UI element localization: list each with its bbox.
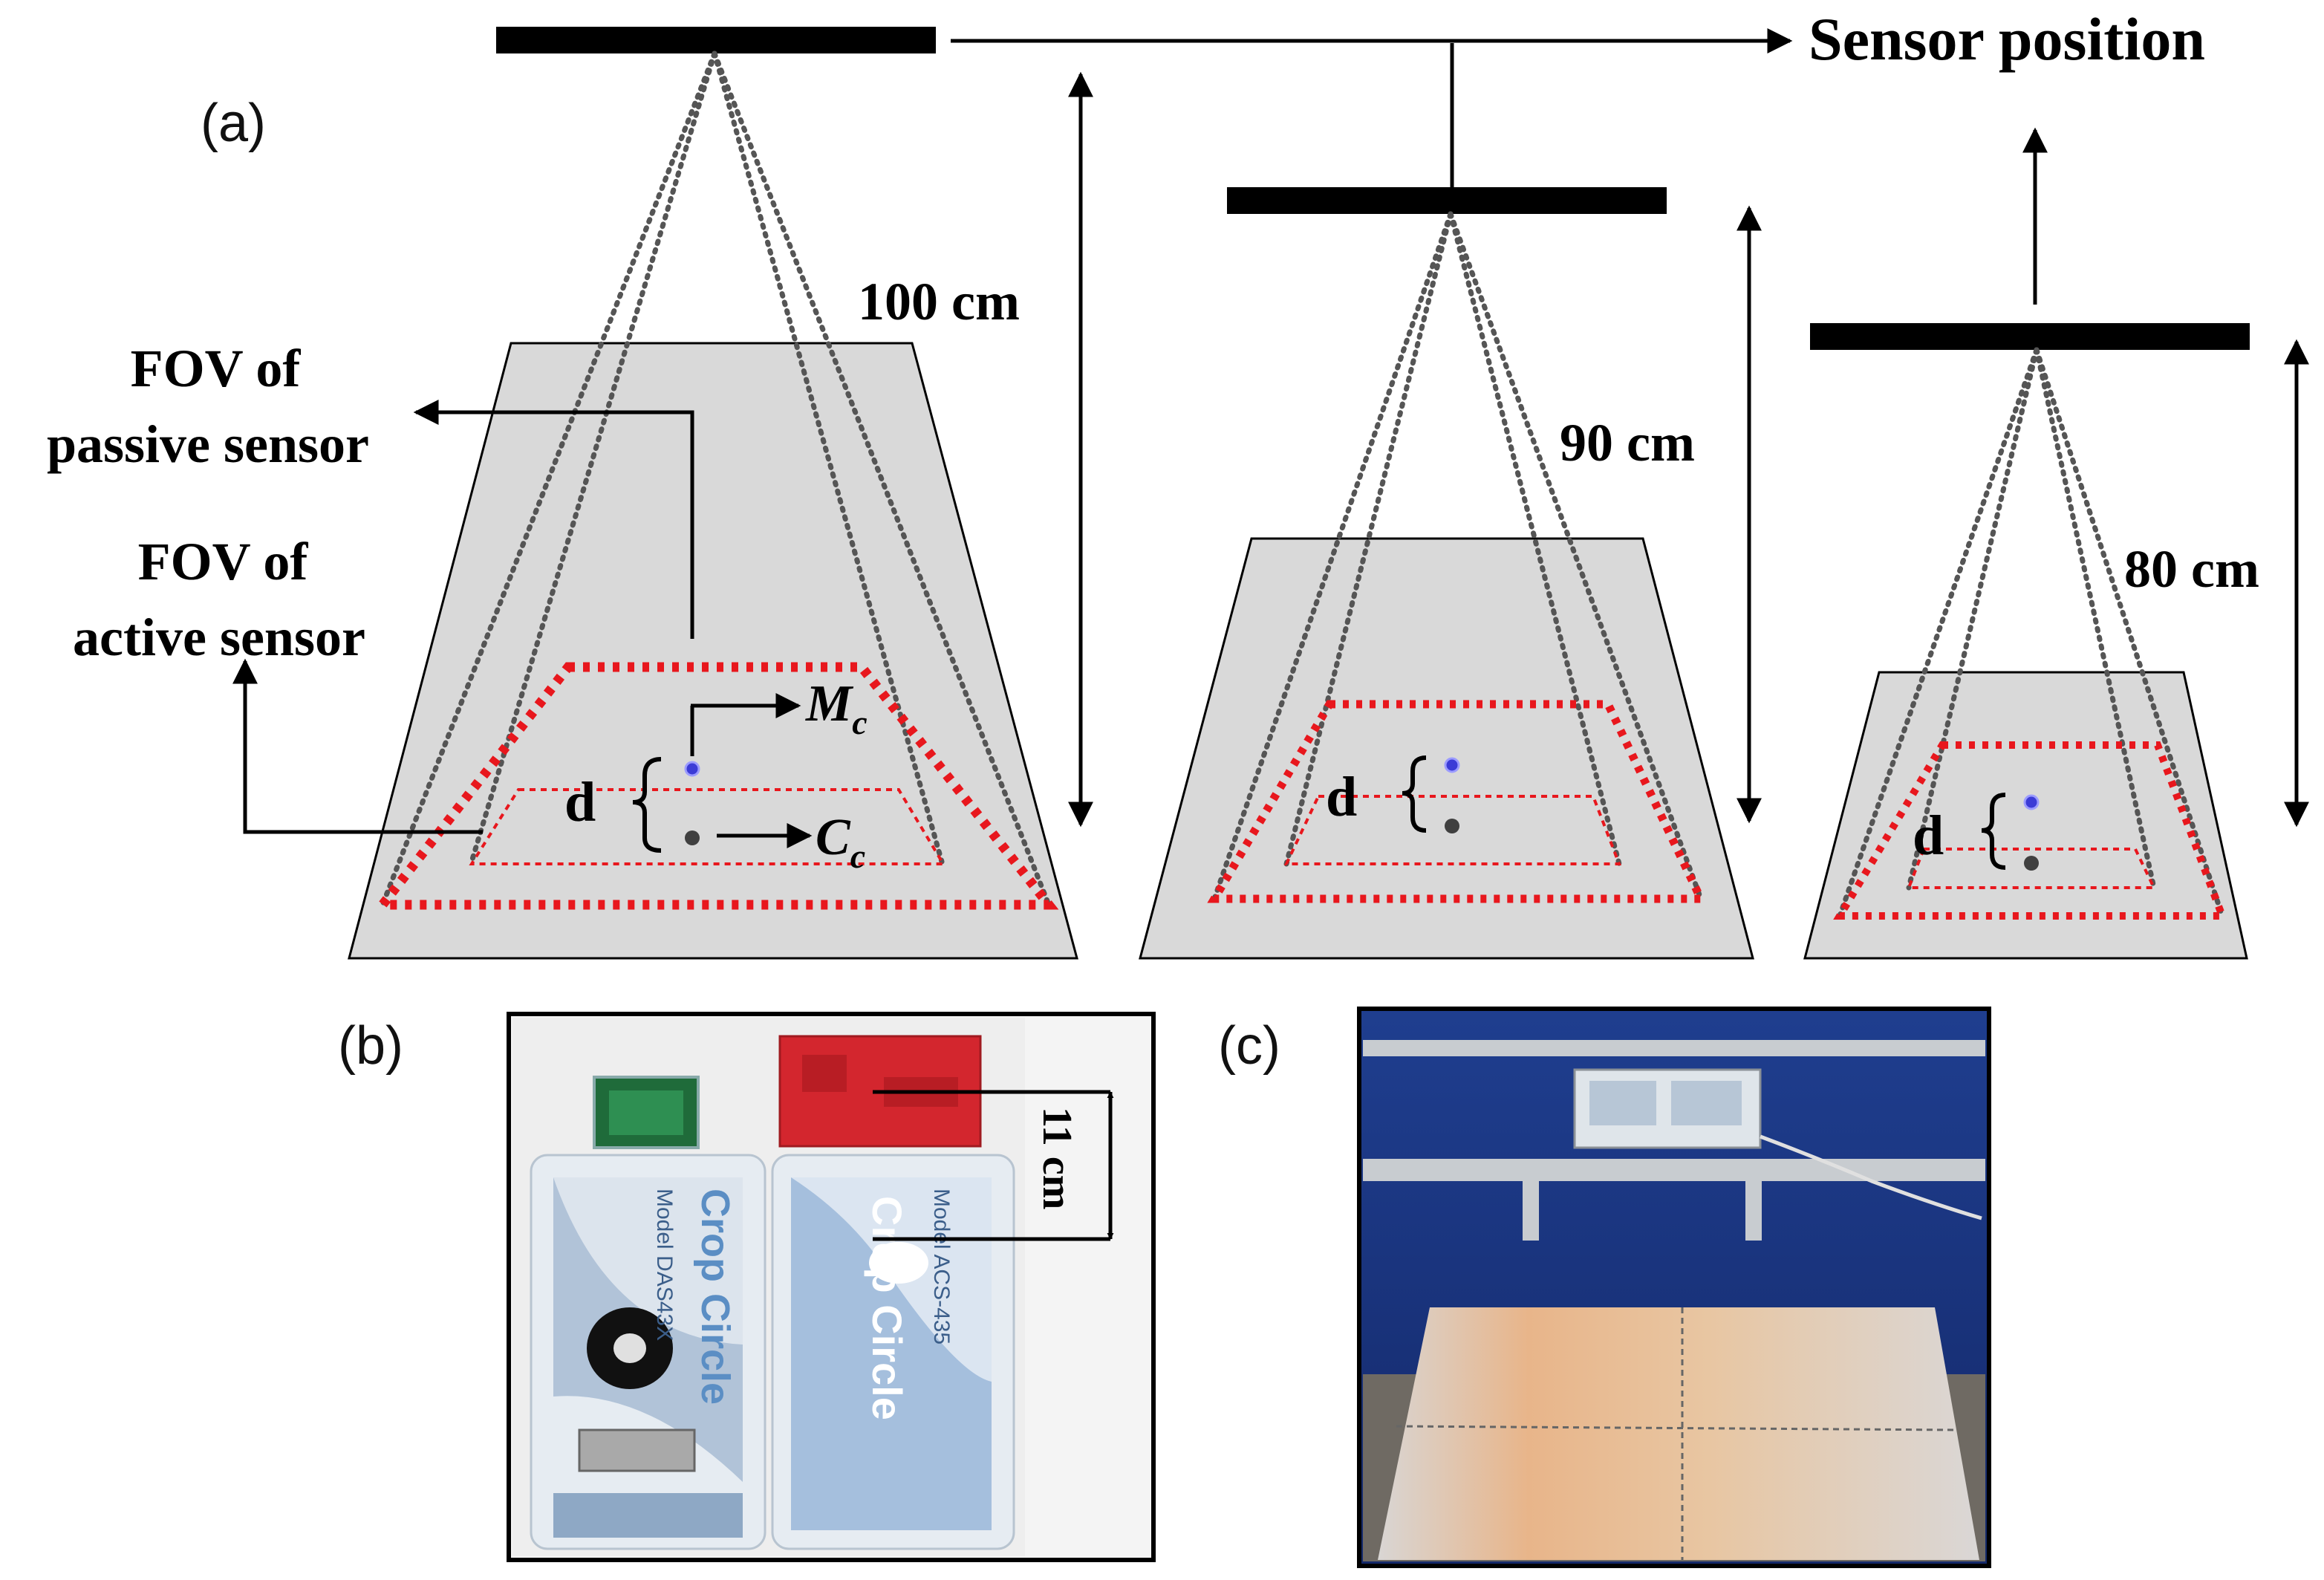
mc-label: Mc [805,675,868,741]
active-center-dot [2024,856,2039,871]
brace-icon [632,757,662,853]
active-center-dot [685,830,700,845]
dimension-label-11cm: 11 cm [1034,1107,1080,1209]
active-center-dot [1445,819,1459,833]
fov-setup-100cm [348,27,1093,960]
panel-label-c: (c) [1218,1016,1280,1076]
field-setup-photo [1357,1007,1991,1568]
fov-passive-pointer [413,400,694,639]
active-fov-outline [1907,848,2157,889]
active-fov-outline [1283,795,1621,865]
passive-fov-outline [372,662,1059,910]
fov-setup-90cm [1139,187,1762,960]
height-label-90: 90 cm [1560,413,1695,472]
sensor-bar [496,27,936,53]
panel-label-a: (a) [201,94,266,153]
passive-center-dot [1444,757,1460,773]
passive-center-dot [684,761,700,777]
passive-fov-outline [1833,741,2228,920]
sensor-bar [1810,323,2250,350]
right-unit-model: Model ACS-435 [929,1189,954,1345]
d-label-3: d [1913,804,1944,867]
height-label-100: 100 cm [858,272,1020,331]
brace-icon [1981,793,2006,870]
passive-center-dot [2023,794,2040,810]
brace-icon [1402,755,1427,833]
fov-active-label-2: active sensor [73,608,365,667]
fov-passive-label-1: FOV of [131,339,302,398]
fov-active-label-1: FOV of [138,532,309,591]
reflection-spot [869,1242,928,1284]
fov-rays [1211,211,1704,902]
right-unit-brand: Crop Circle [864,1196,911,1420]
target-surface [1139,537,1754,960]
left-unit-model: Model DAS43X [652,1189,677,1341]
cc-label: Cc [816,809,865,875]
sensor-bar [1227,187,1667,214]
fov-rays [380,51,1052,908]
lens-window [578,1428,696,1472]
target-board [1378,1307,1979,1560]
panel-label-b: (b) [338,1016,403,1076]
d-label-1: d [564,771,596,833]
d-label-2: d [1326,766,1357,828]
sensor-photo: Crop Circle Model DAS43X Crop Circle Mod… [507,1012,1156,1562]
fov-setup-80cm [1803,323,2309,960]
fov-active-pointer [232,658,483,834]
fov-rays [1837,347,2225,919]
height-label-80: 80 cm [2124,539,2259,599]
target-surface [348,342,1078,960]
left-unit-brand: Crop Circle [693,1189,738,1405]
sensor-position-label: Sensor position [1809,5,2205,73]
fov-passive-label-2: passive sensor [47,414,369,474]
sensor-position-arrow [951,28,2048,305]
